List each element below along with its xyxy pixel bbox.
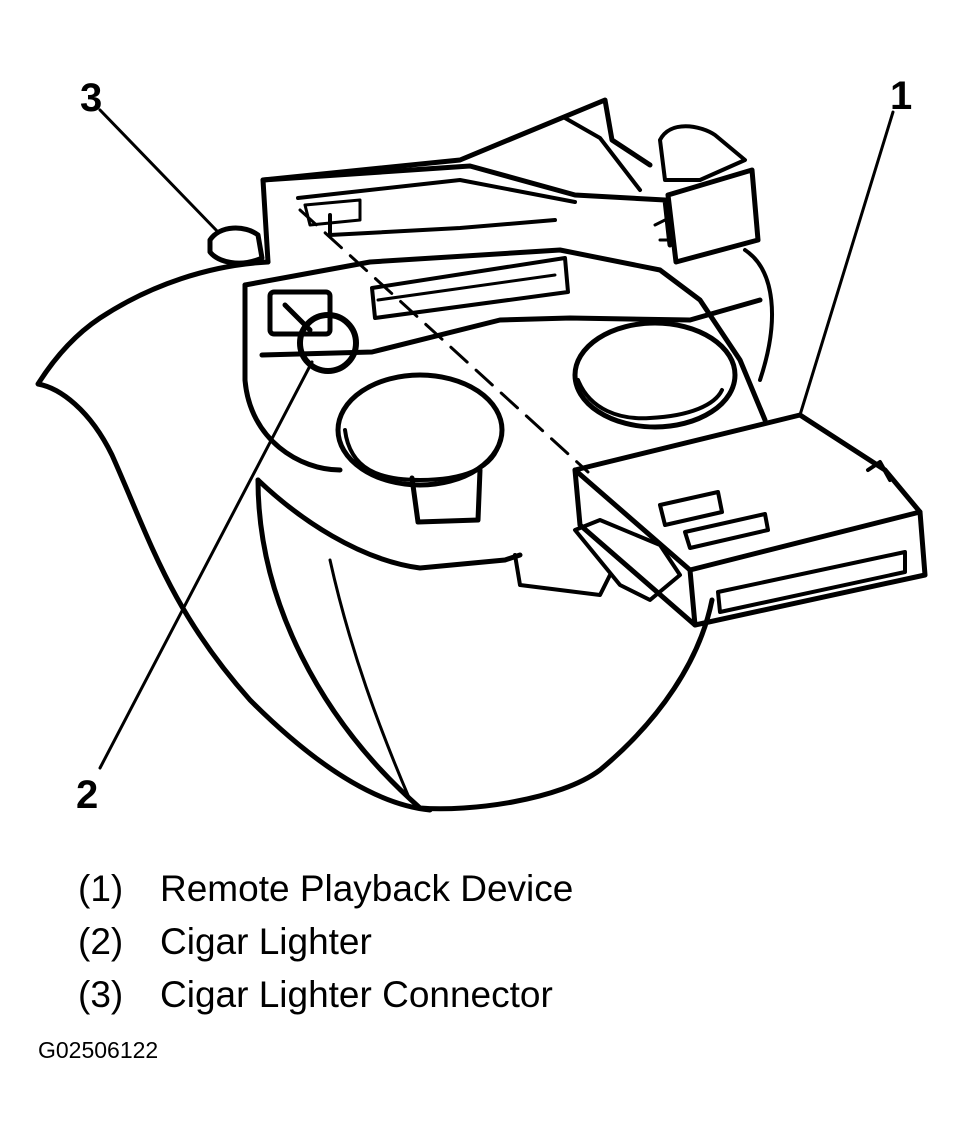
cup-holder-left-notch	[409, 467, 483, 525]
playback-device-tab	[866, 460, 892, 482]
playback-device-left	[572, 467, 698, 628]
playback-device-slot	[716, 550, 907, 614]
playback-device-top	[572, 412, 923, 573]
leader-line-2	[98, 360, 314, 770]
connector-housing	[665, 167, 761, 265]
console-side-panel	[35, 259, 433, 813]
console-front-face	[242, 282, 343, 473]
console-bin-rim	[255, 477, 523, 571]
cigar-lighter-body	[282, 302, 313, 333]
playback-device-label-a	[658, 490, 724, 527]
connector-detail	[653, 218, 672, 242]
legend-label: Cigar Lighter Connector	[160, 974, 553, 1015]
legend-number: (3)	[78, 974, 124, 1015]
legend-number: (1)	[78, 868, 124, 909]
callout-1: 1	[890, 74, 913, 118]
installation-path-dashed	[298, 208, 590, 474]
legend-label: Cigar Lighter	[160, 921, 372, 962]
playback-device-connector	[573, 518, 682, 602]
legend-number: (2)	[78, 921, 124, 962]
leader-line-1	[798, 110, 895, 417]
connector-plug	[658, 124, 747, 182]
console-bin-crease	[328, 558, 412, 802]
cup-holder-right-well	[576, 378, 724, 421]
console-rear-pocket	[296, 178, 577, 237]
legend: (1) Remote Playback Device (2) Cigar Light…	[78, 862, 573, 1021]
legend-label: Remote Playback Device	[160, 868, 574, 909]
console-diagram	[35, 97, 928, 813]
leader-line-3	[98, 108, 220, 234]
console-rear-top	[260, 97, 653, 183]
callout-2: 2	[76, 773, 99, 817]
tray-opening	[370, 256, 570, 320]
cup-holder-right-rim	[572, 320, 738, 430]
cup-holder-left-well	[343, 428, 502, 482]
tray-opening-inner	[376, 273, 557, 302]
connector-wire	[743, 248, 774, 382]
cigar-lighter-knob	[297, 312, 359, 374]
console-rear-ridge	[563, 116, 642, 192]
console-top-panel	[242, 247, 768, 423]
console-bin-slot	[513, 553, 612, 597]
legend-item: (2) Cigar Lighter	[78, 915, 573, 968]
cigar-lighter-connector	[207, 225, 265, 266]
cup-holder-left-rim	[335, 372, 505, 488]
legend-item: (1) Remote Playback Device	[78, 862, 573, 915]
figure-id: G02506122	[38, 1037, 159, 1063]
playback-device-label-b	[683, 512, 770, 550]
console-rear-housing	[260, 163, 673, 265]
callout-3: 3	[80, 76, 103, 120]
playback-device-front	[687, 509, 928, 628]
legend-item: (3) Cigar Lighter Connector	[78, 968, 573, 1021]
console-lower-bin	[255, 477, 715, 812]
